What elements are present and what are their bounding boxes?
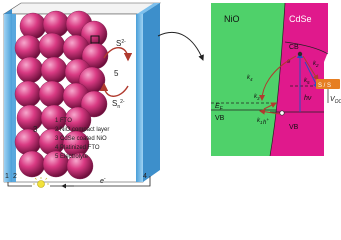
k1-arrow <box>259 108 281 115</box>
sphere-particle <box>42 10 70 38</box>
voc-label: VOC <box>330 96 341 105</box>
photon-label: hν <box>304 95 312 102</box>
hole-label: h+ <box>263 117 269 126</box>
sphere-number: 3 <box>33 125 38 134</box>
legend-item-fto: 1 FTO <box>55 118 72 124</box>
k4-arrow <box>259 55 297 101</box>
redox-arrow-bottom <box>99 82 129 97</box>
sphere-particle <box>19 12 47 40</box>
electrolyte-number: 5 <box>114 69 119 78</box>
redox-arrow-top <box>103 47 133 62</box>
magnify-box <box>90 35 100 44</box>
k2-arrow <box>302 55 319 81</box>
k1-label: k1 <box>257 118 263 125</box>
redox-pair-box <box>316 79 340 89</box>
hole-dot <box>279 110 285 116</box>
k5-arrow <box>304 61 319 89</box>
legend-item-pt-fto: 4 Platinized FTO <box>55 145 100 151</box>
redox-top-species: S2- <box>116 39 126 48</box>
nio-vb-label: VB <box>215 115 225 122</box>
cdse-band-region <box>270 3 328 156</box>
redox-pair-label: S / S <box>318 83 331 89</box>
legend-item-cdse: 3 CdSe coated NiO <box>55 136 107 142</box>
sphere-particle <box>16 104 44 132</box>
legend-item-nio: 2 NiO compact layer <box>55 127 109 133</box>
layer-label-1: 1 <box>5 173 9 180</box>
circuit-electron-label: e- <box>100 176 106 185</box>
sphere-particle <box>14 80 42 108</box>
k5-label: k5 <box>304 78 310 85</box>
sphere-particle <box>38 32 66 60</box>
nio-label: NiO <box>224 14 240 24</box>
cdse-vb-label: VB <box>289 124 299 131</box>
cdse-label: CdSe <box>289 14 312 24</box>
fto-top-right <box>137 3 160 14</box>
cb-edge-line <box>284 41 329 55</box>
interface-line <box>269 2 286 157</box>
sphere-particle <box>16 56 44 84</box>
legend-item-electrolyte: 5 Electrolyte <box>55 154 89 160</box>
redox-bottom-species: Sn2- <box>112 99 125 110</box>
layer-label-4: 4 <box>143 173 147 180</box>
k2-label: k2 <box>313 61 319 68</box>
diagram-svg: S2- Sn2- 5 1 FTO 2 NiO compact layer 3 C… <box>2 2 341 189</box>
zoom-arrow <box>157 31 204 61</box>
electron-dot <box>297 51 303 57</box>
k3-label: k3 <box>254 94 260 101</box>
cell-legend: 1 FTO 2 NiO compact layer 3 CdSe coated … <box>55 118 109 160</box>
sphere-particle <box>80 90 108 118</box>
cdse-coated-nio-spheres <box>14 10 109 180</box>
k4-label: k4 <box>247 75 253 82</box>
k3-arrow <box>263 102 277 110</box>
platinized-fto-layer <box>136 14 143 182</box>
sphere-particle <box>18 150 46 178</box>
cb-label: CB <box>289 44 299 51</box>
circuit-wire-left <box>7 182 32 187</box>
band-diagram: NiO CdSe CB EF VB VB hν VOC e- h+ k1 k2 … <box>211 2 341 157</box>
fto-layer-left <box>4 14 12 182</box>
sphere-particle <box>40 56 68 84</box>
layer-label-2: 2 <box>13 173 17 180</box>
sun-icon <box>33 177 49 188</box>
sphere-particle <box>38 80 66 108</box>
solar-cell: S2- Sn2- 5 1 FTO 2 NiO compact layer 3 C… <box>2 2 162 189</box>
electrolyte-redox-cycle: S2- Sn2- 5 <box>99 39 133 110</box>
diagram-canvas: S2- Sn2- 5 1 FTO 2 NiO compact layer 3 C… <box>2 2 341 189</box>
fto-side-right <box>143 3 160 182</box>
circuit-wire-right <box>50 176 151 187</box>
fermi-level-label: EF <box>215 103 224 112</box>
nio-band-region <box>211 3 285 156</box>
sphere-particle <box>66 152 94 180</box>
nio-compact-layer <box>12 14 16 182</box>
